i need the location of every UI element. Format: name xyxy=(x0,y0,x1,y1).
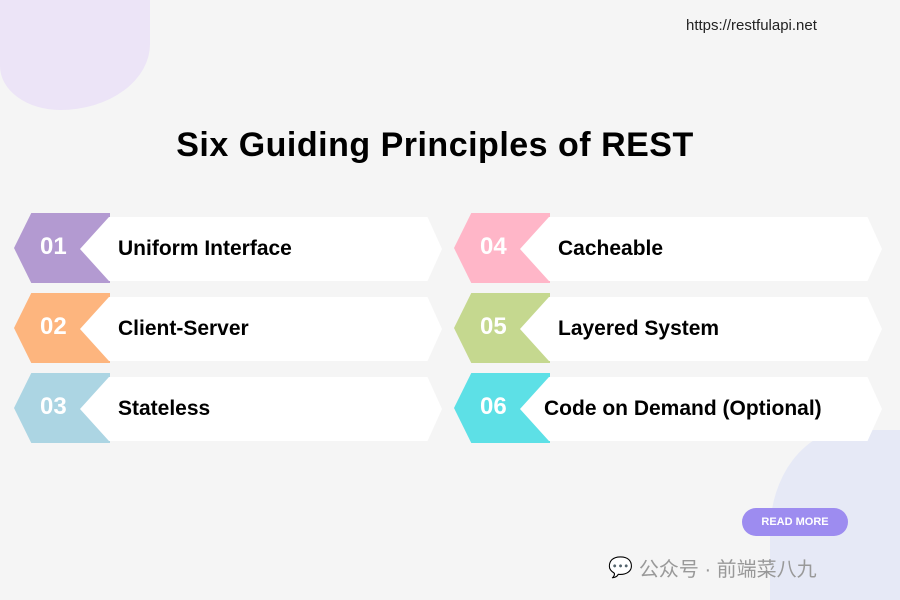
source-url[interactable]: https://restfulapi.net xyxy=(686,17,817,34)
wechat-icon: 💬 xyxy=(608,557,633,579)
principle-label: Cacheable xyxy=(558,237,664,260)
principle-label: Stateless xyxy=(118,397,211,420)
principle-item: 04 Cacheable xyxy=(454,213,882,283)
watermark: 💬 公众号 · 前端菜八九 xyxy=(608,553,817,582)
principle-label: Client-Server xyxy=(118,317,249,340)
principle-number: 03 xyxy=(40,393,67,420)
principle-item: 05 Layered System xyxy=(454,293,882,363)
principle-label: Layered System xyxy=(558,317,720,340)
principle-card: Layered System xyxy=(520,297,882,361)
principle-number: 06 xyxy=(480,393,507,420)
decorative-blob xyxy=(0,0,150,110)
watermark-text: 公众号 · 前端菜八九 xyxy=(638,559,817,581)
principle-item: 02 Client-Server xyxy=(14,293,442,363)
principle-card: Cacheable xyxy=(520,217,882,281)
principle-item: 01 Uniform Interface xyxy=(14,213,442,283)
principle-number: 05 xyxy=(480,313,507,340)
principle-number: 04 xyxy=(480,233,507,260)
principle-item: 03 Stateless xyxy=(14,373,442,443)
principle-card: Code on Demand (Optional) xyxy=(520,377,882,441)
read-more-button[interactable]: READ MORE xyxy=(742,508,848,536)
principle-card: Client-Server xyxy=(80,297,442,361)
principle-label: Code on Demand (Optional) xyxy=(544,397,822,420)
principle-item: 06 Code on Demand (Optional) xyxy=(454,373,882,443)
principle-card: Uniform Interface xyxy=(80,217,442,281)
principle-number: 02 xyxy=(40,313,67,340)
principle-number: 01 xyxy=(40,233,67,260)
principle-card: Stateless xyxy=(80,377,442,441)
page-title: Six Guiding Principles of REST xyxy=(176,126,694,164)
principle-label: Uniform Interface xyxy=(118,237,292,260)
